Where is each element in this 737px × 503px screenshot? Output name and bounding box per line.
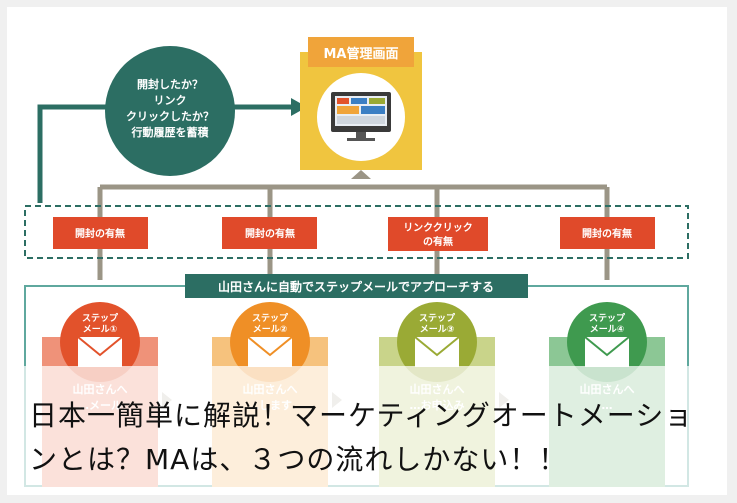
checkpoint: 開封の有無: [53, 217, 148, 249]
checkpoint: リンククリック の有無: [388, 217, 488, 251]
circle-line: リンク: [154, 94, 187, 107]
banner: 山田さんに自動でステップメールでアプローチする: [185, 274, 528, 298]
step-label: メール④: [590, 324, 625, 335]
checkpoint: 開封の有無: [560, 217, 655, 249]
envelope-icon: [247, 336, 293, 367]
ma-dashboard-box: MA管理画面: [300, 37, 422, 179]
circle-line: 行動履歴を蓄積: [131, 125, 210, 139]
title-overlay: 日本一簡単に解説！マーケティングオートメーションとは？MAは、３つの流れしかない…: [7, 366, 727, 495]
checkpoint: 開封の有無: [222, 217, 317, 249]
circle-line: クリックしたか？: [126, 110, 214, 123]
svg-text:開封の有無: 開封の有無: [75, 227, 125, 240]
envelope-icon: [414, 336, 460, 367]
step-label: ステップ: [419, 312, 456, 324]
step-label: ステップ: [589, 312, 626, 324]
banner-text: 山田さんに自動でステップメールでアプローチする: [218, 279, 494, 294]
article-title[interactable]: 日本一簡単に解説！マーケティングオートメーションとは？MAは、３つの流れしかない…: [29, 399, 694, 476]
svg-text:リンククリック: リンククリック: [403, 222, 473, 234]
ma-box-label: MA管理画面: [324, 46, 399, 62]
envelope-icon: [584, 336, 630, 367]
circle-line: 開封したか？: [137, 77, 203, 91]
tracking-circle: 開封したか？ リンク クリックしたか？ 行動履歴を蓄積: [105, 46, 235, 176]
step-label: メール①: [83, 324, 118, 335]
step-label: メール②: [253, 324, 288, 335]
tree-lines: [97, 184, 610, 280]
envelope-icon: [77, 336, 123, 367]
svg-text:開封の有無: 開封の有無: [582, 227, 632, 240]
monitor-icon: [331, 92, 391, 141]
step-label: メール③: [420, 324, 455, 335]
step-label: ステップ: [252, 312, 289, 324]
step-label: ステップ: [82, 312, 119, 324]
svg-text:の有無: の有無: [423, 235, 453, 248]
checkpoint-frame: [24, 205, 689, 259]
svg-text:開封の有無: 開封の有無: [245, 227, 295, 240]
